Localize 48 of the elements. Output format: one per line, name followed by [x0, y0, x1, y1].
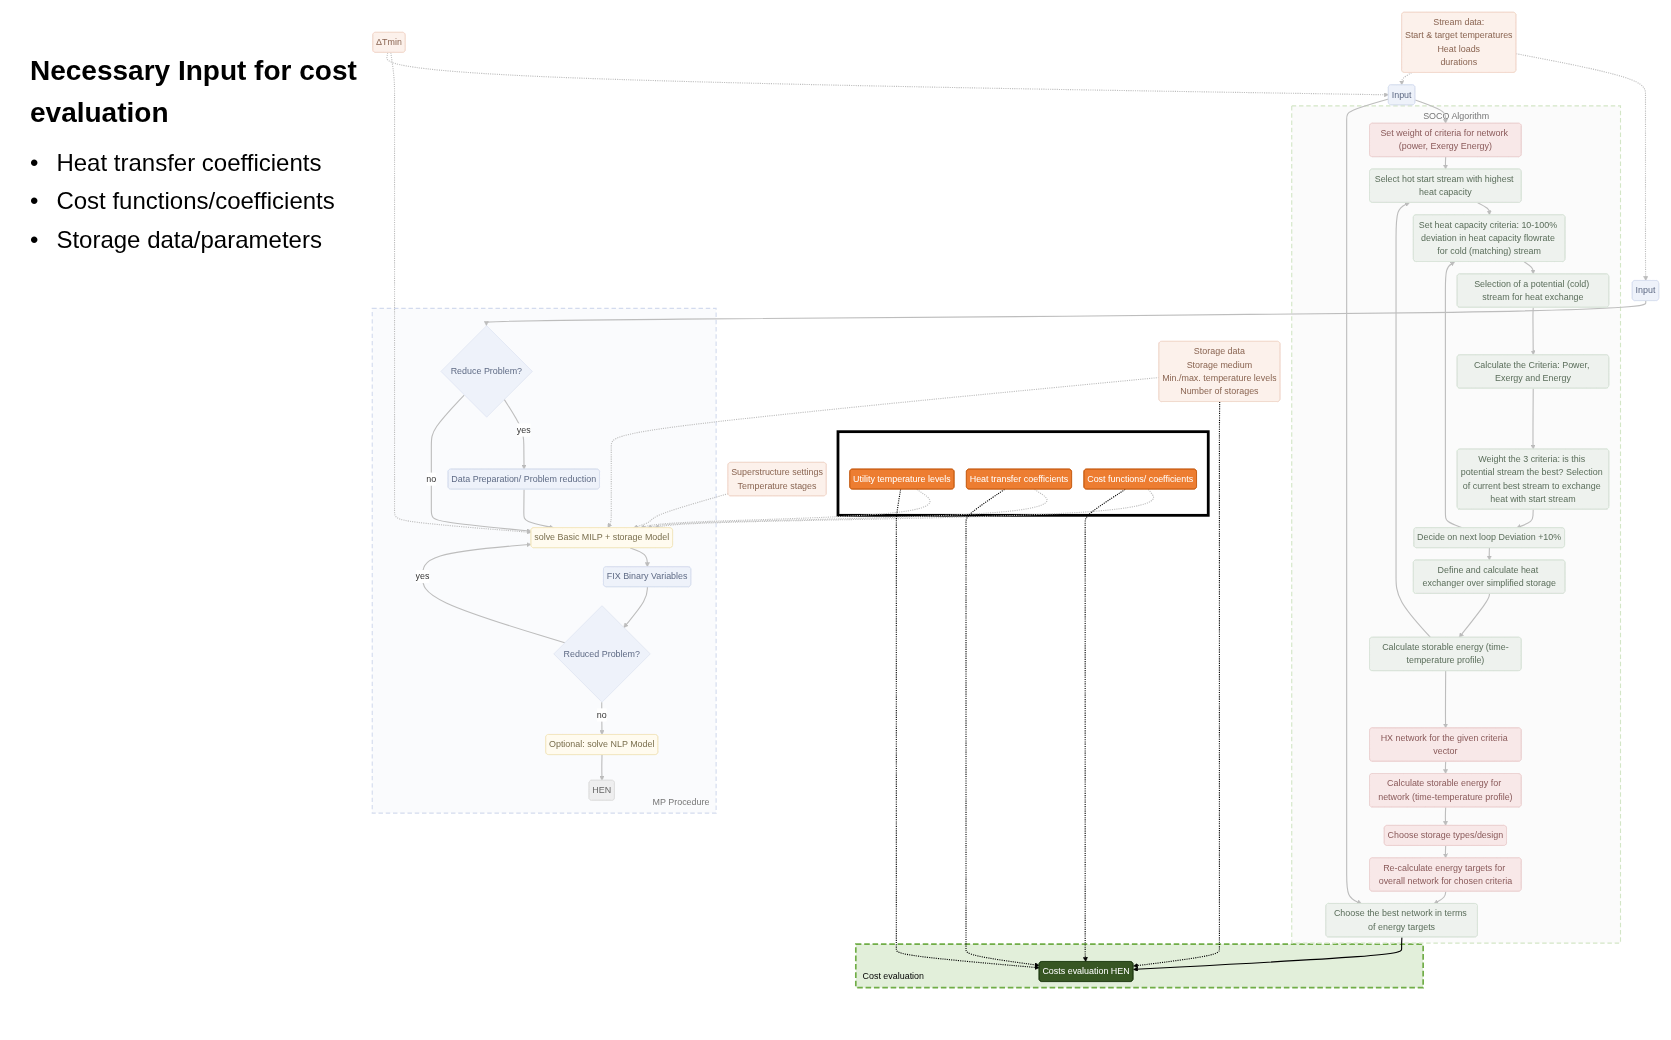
- bullet-text: Cost functions/coefficients: [56, 186, 335, 217]
- arrow: [390, 52, 532, 535]
- arrow: [1443, 761, 1448, 775]
- arrow: [430, 394, 532, 534]
- arrow: [607, 377, 1160, 529]
- arrow: [1530, 387, 1536, 450]
- arrow: [1477, 202, 1492, 216]
- arrow: [1516, 508, 1534, 529]
- bullet: •: [30, 148, 39, 178]
- arrow: [1414, 99, 1448, 124]
- edge-label: no: [426, 474, 437, 484]
- bullet-text: Storage data/parameters: [56, 224, 322, 255]
- arrow: [1530, 307, 1536, 356]
- arrow: [1443, 156, 1448, 170]
- arrow: [1486, 547, 1492, 561]
- arrow: [1133, 401, 1221, 968]
- arrow: [1346, 98, 1390, 905]
- arrow: [965, 488, 1040, 968]
- arrow: [599, 754, 605, 781]
- arrow: [1515, 53, 1649, 281]
- arrow: [623, 586, 648, 628]
- arrow: [1082, 488, 1126, 962]
- cluster: [836, 430, 1210, 517]
- arrow: [1443, 806, 1448, 826]
- arrow: [599, 701, 605, 735]
- arrow: [895, 488, 1040, 970]
- arrow: [422, 542, 566, 644]
- arrow: [503, 398, 527, 470]
- edge-label: no: [596, 709, 607, 720]
- node-diamond: Reduced Problem?: [553, 605, 651, 703]
- arrow: [1443, 670, 1449, 729]
- heading: Necessary Input for cost evaluation: [30, 54, 358, 130]
- arrow: [1458, 593, 1490, 638]
- bullet: •: [30, 224, 39, 255]
- arrow: [386, 52, 1389, 98]
- arrow: [1399, 72, 1413, 86]
- arrow: [629, 547, 650, 568]
- edge-label: yes: [516, 424, 531, 435]
- arrow: [483, 300, 1647, 326]
- node-diamond: Reduce Problem?: [440, 325, 533, 418]
- arrow: [1523, 261, 1536, 275]
- bullet: •: [30, 186, 39, 217]
- arrow: [633, 493, 729, 529]
- arrow: [1433, 890, 1447, 904]
- edge-label: yes: [415, 571, 430, 582]
- arrow: [1395, 202, 1432, 638]
- arrow: [1443, 845, 1448, 859]
- bullet-text: Heat transfer coefficients: [56, 148, 322, 178]
